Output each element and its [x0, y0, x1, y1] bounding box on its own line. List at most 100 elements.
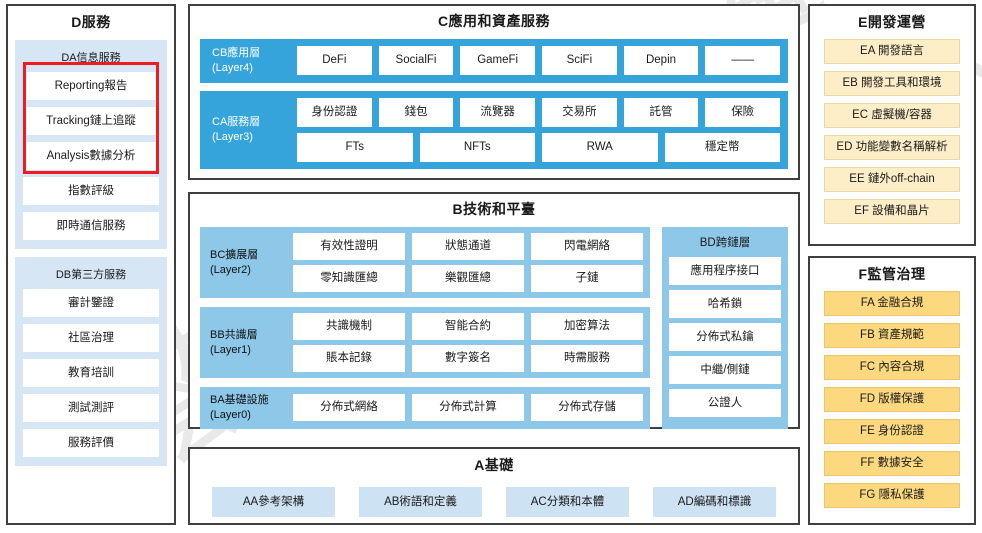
e-item-vm-container[interactable]: EC 虛擬機/容器 [824, 103, 960, 128]
c-cell-exchange[interactable]: 交易所 [542, 97, 617, 127]
band-bc-row-2: 零知識匯總 樂觀匯總 子鏈 [293, 265, 643, 292]
b-cell-distributed-computing[interactable]: 分佈式計算 [412, 394, 524, 422]
e-item-devices-chips[interactable]: EF 設備和晶片 [824, 199, 960, 224]
c-cell-wallet[interactable]: 錢包 [378, 97, 454, 127]
c-cell-insurance[interactable]: 保險 [705, 97, 781, 127]
e-item-off-chain[interactable]: EE 鏈外off-chain [824, 167, 960, 192]
c-cell-more[interactable]: —— [705, 46, 781, 76]
panel-c-title: C應用和資產服務 [437, 13, 551, 29]
panel-e-title: E開發運營 [858, 14, 926, 30]
band-cb-label-line1: CB應用層 [212, 47, 261, 59]
band-cb-label: CB應用層 (Layer4) [208, 46, 290, 76]
a-cell-terms-definitions[interactable]: AB術語和定義 [359, 487, 482, 517]
a-cell-reference-architecture[interactable]: AA參考架構 [212, 487, 335, 517]
d-item-tracking[interactable]: Tracking鏈上追蹤 [23, 107, 159, 135]
e-item-domain-resolution[interactable]: ED 功能變數名稱解析 [824, 135, 960, 160]
band-bc-label-line2: (Layer2) [210, 263, 251, 276]
b-cell-state-channel[interactable]: 狀態通道 [412, 233, 524, 260]
b-cell-distributed-storage[interactable]: 分佈式存儲 [531, 394, 643, 422]
f-item-data-security[interactable]: FF 數據安全 [824, 451, 960, 476]
b-cell-sidechain[interactable]: 子鏈 [531, 265, 643, 292]
f-item-asset-standards[interactable]: FB 資產規範 [824, 323, 960, 348]
band-ca-row-2: FTs NFTs RWA 穩定幣 [297, 132, 780, 162]
d-item-community-governance[interactable]: 社區治理 [23, 324, 159, 352]
c-cell-depin[interactable]: Depin [623, 46, 699, 76]
d-item-testing[interactable]: 測試測評 [23, 394, 159, 422]
c-cell-defi[interactable]: DeFi [297, 46, 372, 76]
b-cell-zk-rollup[interactable]: 零知識匯總 [293, 265, 405, 292]
band-bc-label: BC擴展層 (Layer2) [207, 248, 286, 278]
band-ca-layer3: CA服務層 (Layer3) 身份認證 錢包 流覽器 交易所 託管 保險 FTs… [200, 90, 788, 169]
f-item-copyright-protection[interactable]: FD 版權保護 [824, 387, 960, 412]
bd-cell-hash-lock[interactable]: 哈希鎖 [669, 290, 781, 318]
panel-f-regulation-governance: F監管治理 FA 金融合規 FB 資產規範 FC 內容合規 FD 版權保護 FE… [808, 256, 976, 525]
band-bb-layer1: BB共識層 (Layer1) 共識機制 智能合約 加密算法 賬本記錄 數字簽名 … [200, 307, 650, 378]
bd-cell-api[interactable]: 應用程序接口 [669, 257, 781, 285]
b-cell-smart-contract[interactable]: 智能合約 [412, 313, 524, 340]
band-ba-row-1: 分佈式網絡 分佈式計算 分佈式存儲 [293, 394, 643, 422]
f-item-content-compliance[interactable]: FC 內容合規 [824, 355, 960, 380]
c-cell-socialfi[interactable]: SocialFi [378, 46, 454, 76]
b-cell-lightning-network[interactable]: 閃電網絡 [531, 233, 643, 260]
c-cell-gamefi[interactable]: GameFi [460, 46, 536, 76]
band-ba-label: BA基礎設施 (Layer0) [207, 393, 286, 423]
d-item-index-rating[interactable]: 指數評級 [23, 177, 159, 205]
panel-d-title: D服務 [71, 14, 111, 30]
band-ca-row-1: 身份認證 錢包 流覽器 交易所 託管 保險 [297, 97, 781, 127]
panel-b-layers: BC擴展層 (Layer2) 有效性證明 狀態通道 閃電網絡 零知識匯總 樂觀匯… [200, 227, 650, 429]
f-item-privacy-protection[interactable]: FG 隱私保護 [824, 483, 960, 508]
band-bd-title: BD跨鏈層 [699, 237, 751, 249]
bd-cell-distributed-private-key[interactable]: 分佈式私鑰 [669, 323, 781, 351]
group-da-title: DA信息服務 [61, 52, 121, 64]
d-item-service-rating[interactable]: 服務評價 [23, 429, 159, 457]
band-bd-crosschain: BD跨鏈層 應用程序接口 哈希鎖 分佈式私鑰 中繼/側鏈 公證人 [662, 227, 788, 429]
panel-f-title: F監管治理 [858, 266, 926, 282]
c-cell-stablecoin[interactable]: 穩定幣 [664, 132, 780, 162]
c-cell-fts[interactable]: FTs [297, 132, 413, 162]
e-item-tools-environment[interactable]: EB 開發工具和環境 [824, 71, 960, 96]
f-item-financial-compliance[interactable]: FA 金融合規 [824, 291, 960, 316]
bd-cell-notary[interactable]: 公證人 [669, 389, 781, 417]
b-cell-consensus[interactable]: 共識機制 [293, 313, 405, 340]
a-cell-encoding-identification[interactable]: AD編碼和標識 [653, 487, 776, 517]
band-ba-label-line2: (Layer0) [210, 408, 251, 421]
c-cell-custody[interactable]: 託管 [623, 97, 699, 127]
b-cell-distributed-network[interactable]: 分佈式網絡 [293, 394, 405, 422]
band-cb-body: DeFi SocialFi GameFi SciFi Depin —— [297, 46, 781, 76]
b-cell-encryption[interactable]: 加密算法 [531, 313, 643, 340]
b-cell-ledger[interactable]: 賬本記錄 [293, 345, 405, 372]
d-item-reporting[interactable]: Reporting報告 [23, 72, 159, 100]
d-item-education[interactable]: 教育培訓 [23, 359, 159, 387]
f-item-identity-authentication[interactable]: FE 身份認證 [824, 419, 960, 444]
band-bc-row-1: 有效性證明 狀態通道 閃電網絡 [293, 233, 643, 260]
panel-b-technology-platform: B技術和平臺 BC擴展層 (Layer2) 有效性證明 狀態通道 閃電網絡 零知… [188, 192, 800, 429]
b-cell-timestamp-service[interactable]: 時需服務 [531, 345, 643, 372]
bd-cell-relay-sidechain[interactable]: 中繼/側鏈 [669, 356, 781, 384]
a-cell-classification-ontology[interactable]: AC分類和本體 [506, 487, 629, 517]
band-bc-layer2: BC擴展層 (Layer2) 有效性證明 狀態通道 閃電網絡 零知識匯總 樂觀匯… [200, 227, 650, 298]
band-bb-label-line1: BB共識層 [210, 328, 258, 341]
band-bb-row-1: 共識機制 智能合約 加密算法 [293, 313, 643, 340]
band-ca-label-line1: CA服務層 [212, 115, 261, 128]
c-cell-scifi[interactable]: SciFi [542, 46, 617, 76]
band-bb-row-2: 賬本記錄 數字簽名 時需服務 [293, 345, 643, 372]
panel-b-body: BC擴展層 (Layer2) 有效性證明 狀態通道 閃電網絡 零知識匯總 樂觀匯… [200, 227, 788, 429]
band-bc-label-line1: BC擴展層 [210, 248, 259, 261]
panel-b-title: B技術和平臺 [452, 201, 536, 217]
band-bb-label: BB共識層 (Layer1) [207, 328, 286, 358]
panel-d-services: D服務 DA信息服務 Reporting報告 Tracking鏈上追蹤 Anal… [6, 4, 176, 525]
b-cell-optimistic-rollup[interactable]: 樂觀匯總 [412, 265, 524, 292]
c-cell-identity[interactable]: 身份認證 [297, 97, 372, 127]
c-cell-rwa[interactable]: RWA [542, 132, 658, 162]
b-cell-digital-signature[interactable]: 數字簽名 [412, 345, 524, 372]
d-item-analysis[interactable]: Analysis數據分析 [23, 142, 159, 170]
c-cell-nfts[interactable]: NFTs [419, 132, 535, 162]
d-item-instant-messaging[interactable]: 即時通信服務 [23, 212, 159, 240]
e-item-language[interactable]: EA 開發語言 [824, 39, 960, 64]
c-cell-browser[interactable]: 流覽器 [460, 97, 536, 127]
band-ca-label-line2: (Layer3) [212, 130, 253, 143]
d-item-audit[interactable]: 審計鑒證 [23, 289, 159, 317]
b-cell-validity-proof[interactable]: 有效性證明 [293, 233, 405, 260]
band-cb-layer4: CB應用層 (Layer4) DeFi SocialFi GameFi SciF… [200, 39, 788, 83]
band-ca-body: 身份認證 錢包 流覽器 交易所 託管 保險 FTs NFTs RWA 穩定幣 [297, 97, 781, 162]
